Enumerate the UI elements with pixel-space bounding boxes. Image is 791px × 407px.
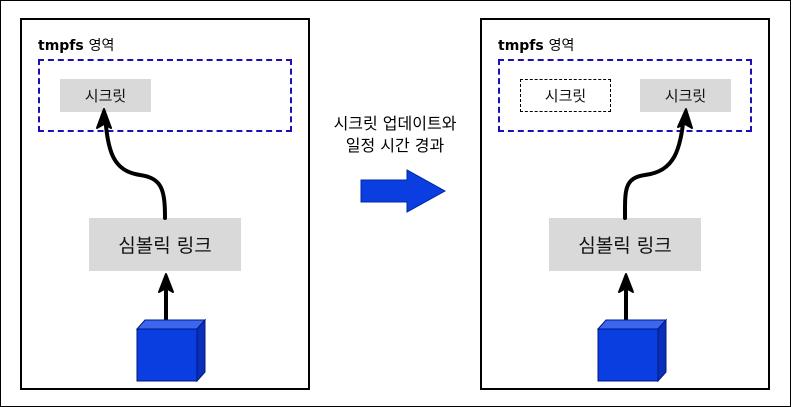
transition-caption: 시크릿 업데이트와 일정 시간 경과: [313, 113, 477, 157]
symlink-to-secret-arrow-left: [103, 114, 167, 220]
region-label-text: 영역: [548, 38, 575, 54]
tmpfs-region-label-left: tmpfs 영역: [38, 35, 114, 55]
caption-line-1: 시크릿 업데이트와: [333, 114, 457, 133]
new-secret-box: 시크릿: [640, 79, 731, 112]
symlink-box-left: 심볼릭 링크: [89, 218, 241, 271]
region-label-text: 영역: [88, 38, 115, 54]
tmpfs-region-label-right: tmpfs 영역: [498, 35, 574, 55]
caption-line-2: 일정 시간 경과: [345, 136, 445, 155]
symlink-label: 심볼릭 링크: [118, 235, 212, 257]
tmpfs-region-box-left: [38, 59, 292, 132]
arrowhead-left-top: [96, 108, 112, 129]
symlink-label: 심볼릭 링크: [578, 235, 672, 257]
arrowhead-right-top: [677, 108, 693, 129]
cube-icon-left: [135, 318, 207, 383]
new-secret-label: 시크릿: [664, 87, 707, 105]
transition-arrow-icon: [360, 169, 447, 213]
arrowhead-left-bottom: [158, 273, 174, 293]
tmpfs-label-text: tmpfs: [38, 38, 84, 54]
tmpfs-region-box-right: [498, 59, 752, 132]
secret-box-left: 시크릿: [60, 79, 151, 112]
arrowhead-right-bottom: [618, 273, 634, 293]
secret-label: 시크릿: [84, 87, 127, 105]
old-secret-box: 시크릿: [520, 79, 611, 112]
symlink-box-right: 심볼릭 링크: [549, 218, 701, 271]
old-secret-label: 시크릿: [544, 87, 587, 105]
symlink-to-secret-arrow-right: [622, 114, 686, 220]
cube-icon-right: [596, 318, 668, 383]
tmpfs-label-text: tmpfs: [498, 38, 544, 54]
